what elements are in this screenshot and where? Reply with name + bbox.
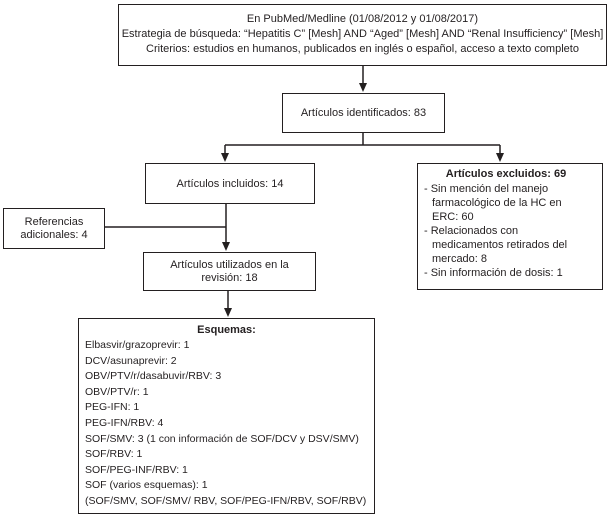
search-strategy-line1: En PubMed/Medline (01/08/2012 y 01/08/20… xyxy=(246,13,479,25)
scheme-item: Elbasvir/grazoprevir: 1 xyxy=(85,339,190,351)
articles-used-label: Artículos utilizados en la revisión: 18 xyxy=(170,258,289,284)
schemes-title: Esquemas: xyxy=(197,324,256,336)
scheme-item: DCV/asunaprevir: 2 xyxy=(85,354,177,367)
articles-excluded-title: Artículos excluidos: 69 xyxy=(445,168,567,180)
scheme-item: OBV/PTV/r/dasabuvir/RBV: 3 xyxy=(85,370,222,383)
articles-identified-label: Artículos identificados: 83 xyxy=(300,107,427,119)
scheme-item: SOF/PEG-INF/RBV: 1 xyxy=(85,463,188,476)
excluded-reason-item: - Relacionados con medicamentos retirado… xyxy=(424,225,568,265)
scheme-item: OBV/PTV/r: 1 xyxy=(85,385,149,398)
scheme-item: SOF (varios esquemas): 1 xyxy=(85,479,208,492)
additional-references-box: Referencias adicionales: 4 xyxy=(3,208,105,249)
scheme-item: SOF/RBV: 1 xyxy=(85,448,143,461)
additional-references-label: Referencias adicionales: 4 xyxy=(20,215,88,241)
scheme-item: (SOF/SMV, SOF/SMV/ RBV, SOF/PEG-IFN/RBV,… xyxy=(85,494,367,507)
articles-included-label: Artículos incluidos: 14 xyxy=(176,177,284,190)
scheme-item: PEG-IFN: 1 xyxy=(85,401,140,414)
articles-identified-box: Artículos identificados: 83 xyxy=(282,93,445,133)
excluded-reason-item: - Sin información de dosis: 1 xyxy=(424,267,563,279)
schemes-box: Esquemas: Elbasvir/grazoprevir: 1 DCV/as… xyxy=(78,318,375,514)
scheme-item: SOF/SMV: 3 (1 con información de SOF/DCV… xyxy=(85,432,359,445)
search-strategy-box: En PubMed/Medline (01/08/2012 y 01/08/20… xyxy=(118,4,607,66)
search-strategy-line2: Estrategia de búsqueda: “Hepatitis C” [M… xyxy=(121,28,604,40)
search-strategy-line3: Criterios: estudios en humanos, publicad… xyxy=(146,43,579,55)
articles-included-box: Artículos incluidos: 14 xyxy=(145,163,315,204)
split-line xyxy=(225,133,500,146)
articles-excluded-box: Artículos excluidos: 69 - Sin mención de… xyxy=(417,163,603,290)
scheme-item: PEG-IFN/RBV: 4 xyxy=(85,416,164,429)
articles-used-box: Artículos utilizados en la revisión: 18 xyxy=(143,252,316,291)
excluded-reason-item: - Sin mención del manejo farmacológico d… xyxy=(424,183,562,223)
